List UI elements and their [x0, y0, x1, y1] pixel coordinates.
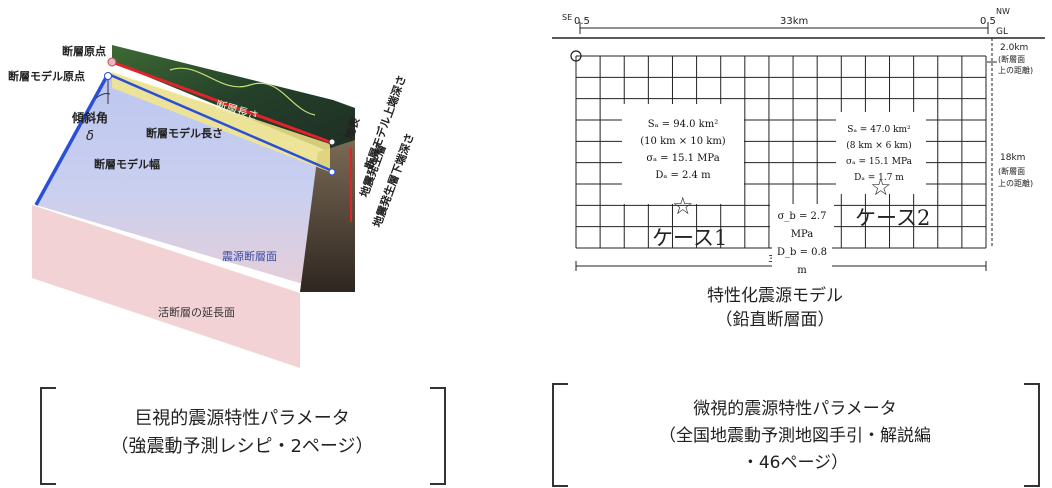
case1-parameters: Sₐ = 94.0 km² (10 km × 10 km) σₐ = 15.1 …: [630, 116, 736, 184]
right-diagram-title: 特性化震源モデル （鉛直断層面）: [660, 284, 890, 332]
label-active-fault-extension: 活断層の延長面: [158, 305, 235, 319]
label-gl: GL: [996, 27, 1008, 37]
right-caption-title: 微視的震源特性パラメータ: [693, 399, 897, 419]
terrain-side-block: [300, 140, 355, 292]
left-caption: 巨視的震源特性パラメータ （強震動予測レシピ・2ページ）: [56, 405, 428, 461]
label-dip-angle: 傾斜角: [71, 110, 108, 125]
case1-label: ケース1: [652, 226, 728, 250]
dip-angle-arc: [95, 93, 111, 99]
label-depth-width-note-2: 上の距離): [998, 178, 1033, 188]
case2-sa: Sₐ = 47.0 km²: [847, 125, 911, 135]
left-caption-bracket-close: [430, 387, 446, 485]
case2-parameters: Sₐ = 47.0 km² (8 km × 6 km) σₐ = 15.1 MP…: [836, 122, 922, 186]
terrain-contour: [169, 67, 316, 116]
label-delta: δ: [86, 129, 94, 144]
case1-sigma: σₐ = 15.1 MPa: [646, 153, 720, 164]
case2-hypocenter-star-icon: ☆: [870, 173, 892, 201]
model-width-line: [34, 73, 110, 206]
label-depth-width: 18km: [1000, 153, 1025, 163]
right-title-main: 特性化震源モデル: [707, 286, 843, 306]
background-parameters: σ_b = 2.7 MPa D_b = 0.8 m: [772, 208, 832, 280]
active-fault-extension-plane: [32, 205, 300, 368]
label-right-offset: 0.5: [980, 16, 996, 27]
label-model-length: 断層モデル長さ: [146, 126, 223, 140]
terrain-surface: [112, 45, 355, 152]
case1-dims: (10 km × 10 km): [640, 136, 726, 147]
model-end-point: [328, 168, 336, 176]
label-depth-top-note-1: (断層面: [998, 54, 1025, 64]
model-top-line: [107, 72, 331, 172]
case2-dims: (8 km × 6 km): [846, 141, 912, 151]
label-source-fault-plane: 震源断層面: [222, 249, 277, 263]
label-top-length: 33km: [780, 16, 808, 27]
label-fault-origin: 断層原点: [62, 44, 106, 58]
right-caption-bracket-open: [552, 383, 568, 487]
label-left-offset: 0.5: [574, 16, 590, 27]
left-caption-source: （強震動予測レシピ・2ページ）: [110, 436, 374, 457]
label-model-width: 断層モデル幅: [94, 157, 160, 171]
label-nw: NW: [996, 7, 1010, 16]
right-caption-source: （全国地震動予測地図手引・解説編: [659, 426, 931, 446]
background-sigma: σ_b = 2.7 MPa: [777, 211, 827, 240]
label-depth-width-note-1: (断層面: [998, 166, 1025, 176]
label-depth-top-note-2: 上の距離): [998, 65, 1033, 75]
case1-hypocenter-star-icon: ☆: [672, 192, 694, 220]
case1-da: Dₐ = 2.4 m: [655, 170, 711, 181]
case2-label: ケース2: [855, 206, 931, 230]
right-caption-page: ・46ページ）: [741, 453, 849, 473]
fault-origin-point: [107, 57, 117, 67]
model-origin-point: [104, 72, 112, 80]
left-caption-title: 巨視的震源特性パラメータ: [134, 408, 350, 429]
case2-sigma: σₐ = 15.1 MPa: [845, 157, 912, 167]
label-depth-top: 2.0km: [1000, 43, 1028, 53]
right-caption: 微視的震源特性パラメータ （全国地震動予測地図手引・解説編 ・46ページ）: [570, 396, 1020, 477]
surface-end-point: [328, 138, 336, 146]
label-se: SE: [562, 13, 572, 22]
case1-sa: Sₐ = 94.0 km²: [647, 119, 719, 130]
label-model-origin: 断層モデル原点: [8, 69, 85, 83]
fault-trace-line: [111, 60, 331, 144]
background-d: D_b = 0.8 m: [776, 247, 828, 276]
right-title-sub: （鉛直断層面）: [715, 310, 835, 330]
fault-geometry-diagram: 断層原点 断層モデル原点 傾斜角 δ 断層長さ 断層モデル長さ 断層モデル幅 地…: [8, 44, 417, 368]
left-caption-bracket-open: [40, 387, 56, 485]
case2-da: Dₐ = 1.7 m: [854, 173, 904, 183]
right-caption-bracket-close: [1024, 383, 1040, 487]
